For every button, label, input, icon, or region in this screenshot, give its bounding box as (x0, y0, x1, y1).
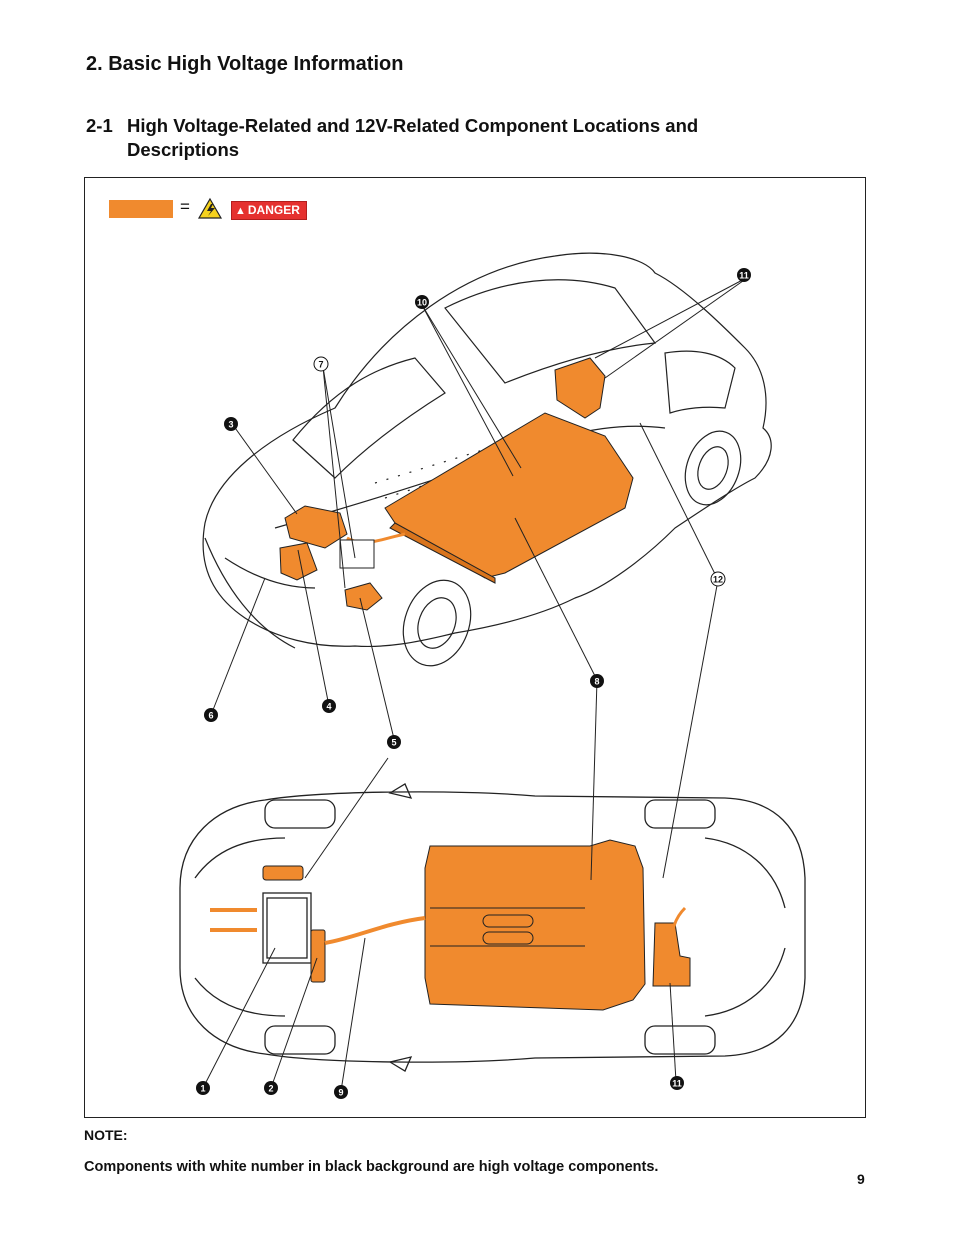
callout-markers: 11 10 7 3 12 8 4 6 5 1 2 9 11 (196, 268, 751, 1099)
svg-text:2: 2 (268, 1084, 273, 1094)
subsection-heading: 2-1 High Voltage-Related and 12V-Related… (86, 114, 787, 162)
svg-text:8: 8 (594, 677, 599, 687)
danger-label: DANGER (247, 203, 300, 217)
section-heading: 2. Basic High Voltage Information (86, 53, 404, 75)
svg-text:11: 11 (672, 1079, 682, 1089)
callout-8: 8 (590, 674, 604, 688)
note-label: NOTE: (84, 1127, 128, 1143)
junction-box-underbody (262, 865, 304, 881)
callout-9: 9 (334, 1085, 348, 1099)
high-voltage-color-swatch (109, 200, 173, 218)
svg-text:5: 5 (391, 738, 396, 748)
callout-11-bottom: 11 (670, 1076, 684, 1090)
hv-components-underbody (210, 839, 691, 1011)
svg-text:9: 9 (338, 1088, 343, 1098)
callout-1: 1 (196, 1081, 210, 1095)
note-text: Components with white number in black ba… (84, 1159, 659, 1175)
high-voltage-warning-icon (197, 197, 223, 219)
callout-11-top: 11 (737, 268, 751, 282)
callout-3: 3 (224, 417, 238, 431)
charger-perspective (554, 357, 606, 419)
callout-4: 4 (322, 699, 336, 713)
page-number: 9 (857, 1171, 865, 1187)
motor-perspective (279, 542, 318, 581)
svg-text:12: 12 (713, 575, 723, 585)
hv-components-perspective (279, 357, 634, 611)
battery-pack-underbody (424, 839, 646, 1011)
svg-text:11: 11 (739, 271, 749, 281)
power-delivery-module (310, 929, 326, 983)
subsection-title: High Voltage-Related and 12V-Related Com… (127, 115, 699, 160)
callout-7: 7 (313, 356, 329, 372)
callout-10: 10 (415, 295, 429, 309)
callout-12: 12 (710, 571, 726, 587)
svg-text:10: 10 (417, 298, 427, 308)
svg-text:3: 3 (228, 420, 233, 430)
danger-badge: ▲DANGER (231, 201, 307, 220)
warning-triangle-icon: ▲ (235, 205, 246, 217)
legend-equals: = (180, 197, 190, 216)
svg-text:7: 7 (318, 360, 323, 370)
svg-text:6: 6 (208, 711, 213, 721)
12v-battery-perspective (339, 539, 375, 569)
battery-pack-perspective (384, 412, 634, 579)
callout-2: 2 (264, 1081, 278, 1095)
callout-5: 5 (387, 735, 401, 749)
subsection-number: 2-1 (86, 115, 113, 136)
svg-text:4: 4 (326, 702, 331, 712)
component-location-figure: = (84, 177, 866, 1118)
svg-text:1: 1 (200, 1084, 205, 1094)
car-underbody-view (179, 783, 806, 1072)
compressor-perspective (344, 582, 383, 611)
inverter-perspective (284, 505, 348, 549)
leader-lines (202, 275, 751, 1092)
callout-6: 6 (204, 708, 218, 722)
vehicle-illustration: 11 10 7 3 12 8 4 6 5 1 2 9 11 (179, 197, 806, 1099)
